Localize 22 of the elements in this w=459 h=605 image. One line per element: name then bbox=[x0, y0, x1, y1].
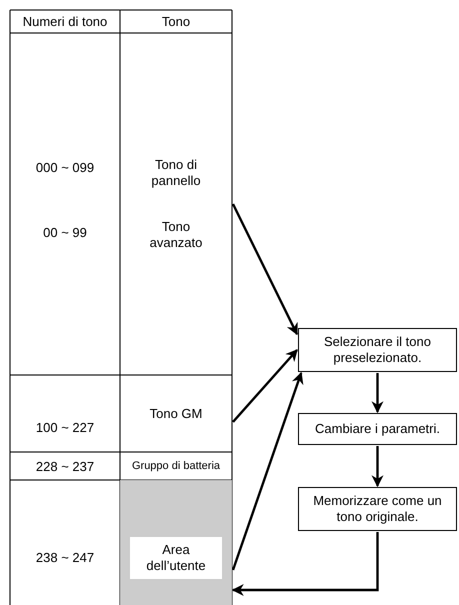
table-cell-text: 228 ~ 237 bbox=[34, 458, 96, 476]
arrow bbox=[372, 446, 384, 488]
table-cell-text: Gruppo di batteria bbox=[130, 459, 222, 474]
column-header: Numeri di tono bbox=[22, 13, 108, 31]
highlighted-cell bbox=[120, 480, 232, 605]
arrow bbox=[232, 349, 298, 423]
arrow bbox=[232, 372, 304, 570]
process-box: Cambiare i parametri. bbox=[298, 413, 457, 445]
cell-text: Tono di pannello bbox=[150, 157, 202, 189]
table-cell-text: 100 ~ 227 bbox=[34, 418, 96, 436]
table-cell-text: 238 ~ 247 bbox=[34, 548, 96, 566]
label-tag: Area dell’utente bbox=[130, 536, 222, 578]
arrow bbox=[232, 532, 379, 596]
process-box: Selezionare il tono preselezionato. bbox=[298, 328, 457, 372]
arrow bbox=[372, 373, 384, 414]
cell-text: Tono avanzato bbox=[148, 219, 204, 251]
column-header: Tono bbox=[160, 13, 192, 31]
table-cell-text: 00 ~ 99 bbox=[42, 224, 88, 242]
table-cell-text: 000 ~ 099 bbox=[34, 158, 96, 176]
process-box: Memorizzare come un tono originale. bbox=[298, 487, 457, 531]
arrow bbox=[232, 203, 298, 336]
cell-text: Tono GM bbox=[150, 406, 202, 422]
